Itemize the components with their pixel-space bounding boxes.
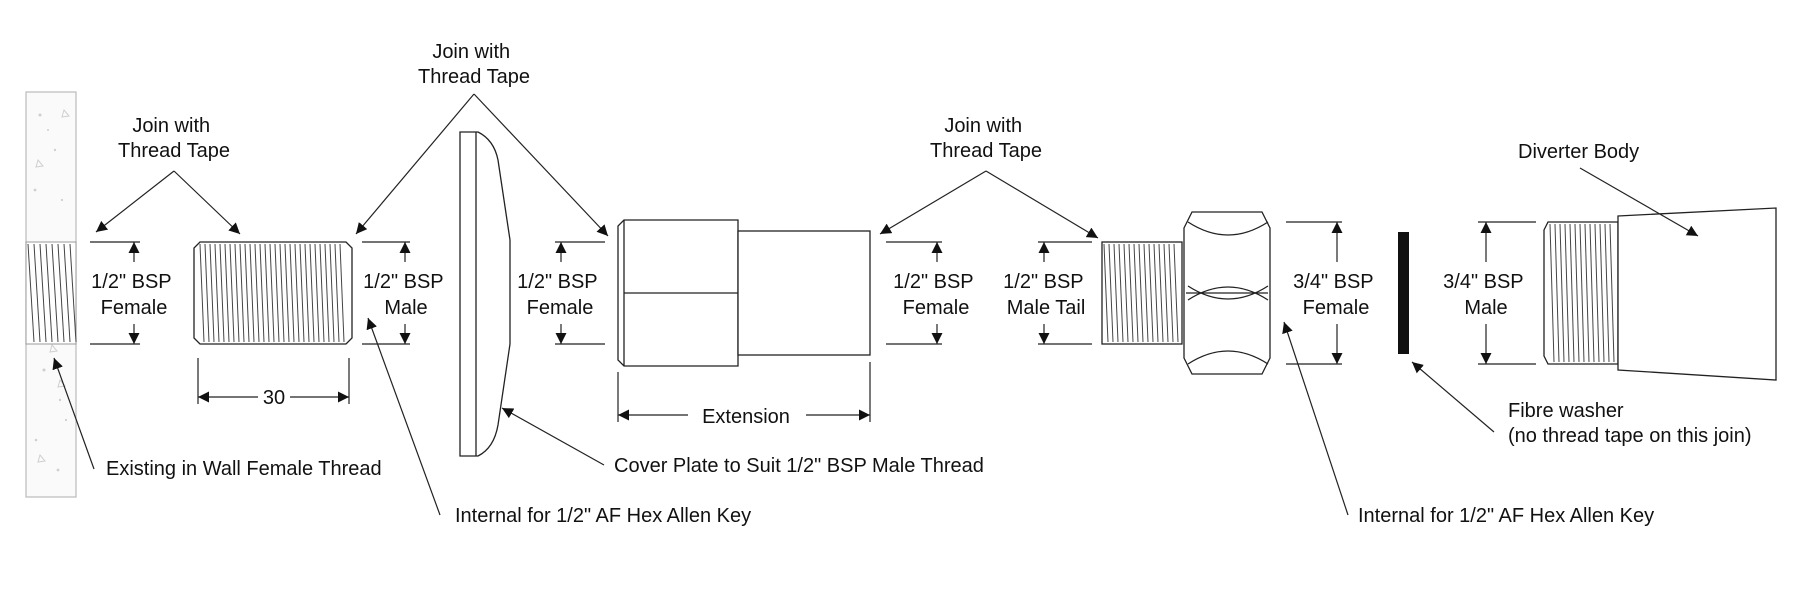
label-cover-plate: Cover Plate to Suit 1/2" BSP Male Thread bbox=[614, 455, 984, 477]
wall-section bbox=[25, 91, 77, 498]
thread-line bbox=[1594, 223, 1600, 363]
thread-line bbox=[1153, 243, 1159, 343]
thread-line bbox=[319, 243, 325, 343]
fibre-washer bbox=[1398, 232, 1409, 354]
thread-line bbox=[1559, 223, 1565, 363]
thread-line bbox=[33, 243, 41, 343]
label-diverter-male: 3/4" BSP Male bbox=[1443, 271, 1529, 319]
thread-line bbox=[294, 243, 300, 343]
labels: Join with Thread Tape Join with Thread T… bbox=[91, 41, 1529, 428]
label-diverter-body: Diverter Body bbox=[1518, 141, 1639, 163]
thread-line bbox=[329, 243, 335, 343]
thread-line bbox=[299, 243, 305, 343]
label-dim-extension: Extension bbox=[702, 406, 790, 428]
label-join-tape-1: Join with Thread Tape bbox=[118, 115, 230, 162]
thread-line bbox=[239, 243, 245, 343]
label-dim-30: 30 bbox=[263, 387, 285, 409]
leader-lines bbox=[52, 93, 1699, 516]
extension-fitting bbox=[617, 219, 871, 367]
thread-line bbox=[1123, 243, 1129, 343]
label-internal-hex-1: Internal for 1/2" AF Hex Allen Key bbox=[455, 505, 751, 527]
thread-line bbox=[1554, 223, 1560, 363]
thread-line bbox=[39, 243, 47, 343]
thread-line bbox=[1168, 243, 1174, 343]
thread-line bbox=[1108, 243, 1114, 343]
thread-line bbox=[304, 243, 310, 343]
thread-line bbox=[324, 243, 330, 343]
label-join-tape-2: Join with Thread Tape bbox=[418, 41, 530, 88]
thread-line bbox=[1113, 243, 1119, 343]
dimension-lines bbox=[90, 221, 1536, 422]
label-existing-wall-thread: Existing in Wall Female Thread bbox=[106, 458, 382, 480]
label-internal-hex-2: Internal for 1/2" AF Hex Allen Key bbox=[1358, 505, 1654, 527]
thread-line bbox=[269, 243, 275, 343]
thread-line bbox=[274, 243, 280, 343]
thread-line bbox=[279, 243, 285, 343]
thread-line bbox=[63, 243, 71, 343]
label-nipple-male: 1/2" BSP Male bbox=[363, 271, 449, 319]
thread-line bbox=[57, 243, 65, 343]
thread-line bbox=[1118, 243, 1124, 343]
thread-line bbox=[254, 243, 260, 343]
thread-line bbox=[1584, 223, 1590, 363]
thread-line bbox=[309, 243, 315, 343]
thread-line bbox=[1599, 223, 1605, 363]
label-join-tape-3: Join with Thread Tape bbox=[930, 115, 1042, 162]
nipple-fitting bbox=[193, 241, 353, 345]
thread-line bbox=[289, 243, 295, 343]
thread-line bbox=[1143, 243, 1149, 343]
thread-line bbox=[27, 243, 35, 343]
label-extension-end-female: 1/2" BSP Female bbox=[893, 271, 979, 319]
thread-line bbox=[1138, 243, 1144, 343]
label-fibre-washer: Fibre washer (no thread tape on this joi… bbox=[1508, 400, 1752, 447]
thread-line bbox=[284, 243, 290, 343]
diverter-body bbox=[1543, 207, 1777, 381]
thread-line bbox=[219, 243, 225, 343]
thread-line bbox=[1579, 223, 1585, 363]
thread-line bbox=[334, 243, 340, 343]
thread-line bbox=[1133, 243, 1139, 343]
thread-line bbox=[204, 243, 210, 343]
thread-line bbox=[45, 243, 53, 343]
thread-line bbox=[1128, 243, 1134, 343]
label-extension-female: 1/2" BSP Female bbox=[517, 271, 603, 319]
thread-line bbox=[259, 243, 265, 343]
thread-line bbox=[209, 243, 215, 343]
thread-line bbox=[1604, 223, 1610, 363]
thread-line bbox=[214, 243, 220, 343]
thread-line bbox=[249, 243, 255, 343]
thread-line bbox=[1549, 223, 1555, 363]
label-wall-female: 1/2" BSP Female bbox=[91, 271, 177, 319]
thread-line bbox=[1569, 223, 1575, 363]
thread-line bbox=[1148, 243, 1154, 343]
thread-line bbox=[1564, 223, 1570, 363]
thread-line bbox=[51, 243, 59, 343]
label-male-tail: 1/2" BSP Male Tail bbox=[1003, 271, 1089, 319]
thread-line bbox=[1574, 223, 1580, 363]
label-nut-female: 3/4" BSP Female bbox=[1293, 271, 1379, 319]
thread-line bbox=[1173, 243, 1179, 343]
thread-line bbox=[1103, 243, 1109, 343]
thread-line bbox=[229, 243, 235, 343]
cover-plate bbox=[459, 131, 511, 457]
male-tail-nut bbox=[1101, 211, 1271, 375]
callouts: Existing in Wall Female Thread Internal … bbox=[106, 141, 1752, 527]
thread-line bbox=[1163, 243, 1169, 343]
thread-line bbox=[224, 243, 230, 343]
thread-line bbox=[1589, 223, 1595, 363]
thread-line bbox=[244, 243, 250, 343]
thread-line bbox=[339, 243, 345, 343]
thread-line bbox=[1158, 243, 1164, 343]
thread-line bbox=[1609, 223, 1615, 363]
thread-line bbox=[234, 243, 240, 343]
thread-line bbox=[69, 243, 77, 343]
thread-line bbox=[199, 243, 205, 343]
thread-line bbox=[264, 243, 270, 343]
thread-line bbox=[314, 243, 320, 343]
